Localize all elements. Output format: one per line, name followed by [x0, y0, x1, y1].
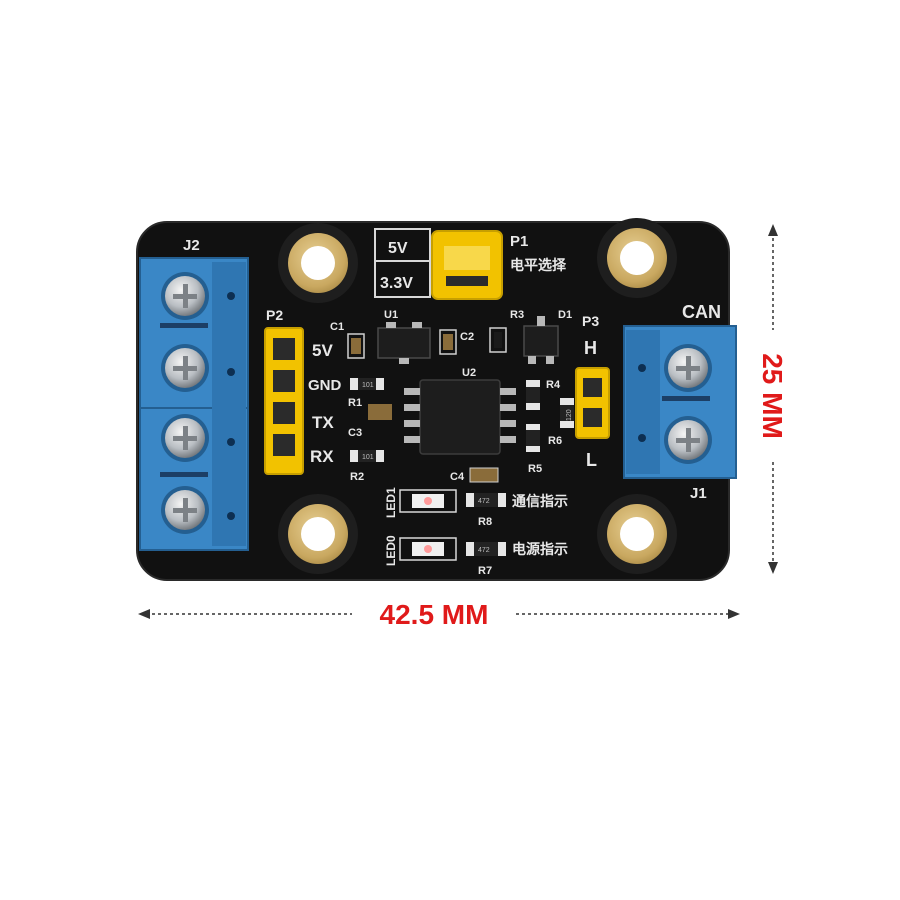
label-power-indicator: 电源指示: [512, 541, 568, 557]
label-d1: D1: [558, 309, 572, 321]
pin-header-p2: [264, 327, 304, 475]
label-opt-5v: 5V: [388, 240, 408, 257]
label-p2: P2: [266, 307, 283, 323]
resistor-r7: [466, 542, 506, 556]
screw-icon: [161, 414, 209, 462]
terminal-block-j2: [139, 257, 249, 551]
capacitor-c1: [347, 333, 365, 359]
label-pin-5v: 5V: [312, 341, 333, 360]
width-label: 42.5 MM: [380, 599, 489, 630]
capacitor-c2: [439, 329, 457, 355]
resistor-code-r2: 101: [362, 454, 374, 461]
label-opt-33v: 3.3V: [380, 275, 413, 292]
resistor-code-r1: 101: [362, 382, 374, 389]
label-comm-indicator: 通信指示: [512, 493, 568, 509]
mounting-hole-tl: [278, 223, 358, 303]
screw-icon: [664, 416, 712, 464]
screw-icon: [161, 272, 209, 320]
label-j2: J2: [183, 237, 200, 254]
label-j1: J1: [690, 485, 707, 502]
label-led0: LED0: [384, 535, 398, 566]
screw-icon: [161, 344, 209, 392]
resistor-r8: [466, 493, 506, 507]
label-c4: C4: [450, 471, 465, 483]
label-r1: R1: [348, 397, 362, 409]
height-label: 25 MM: [757, 353, 788, 439]
label-p1-cn: 电平选择: [510, 257, 567, 273]
resistor-code-120: 120: [566, 409, 573, 421]
level-select-box: [374, 228, 431, 298]
label-r4: R4: [546, 379, 561, 391]
resistor-code-r7: 472: [478, 547, 490, 554]
height-dimension: 25 MM: [757, 224, 788, 574]
resistor-r6: [526, 424, 540, 452]
label-pin-h: H: [584, 338, 597, 358]
screw-icon: [161, 486, 209, 534]
screw-icon: [664, 344, 712, 392]
mounting-hole-bl: [278, 494, 358, 574]
capacitor-c4: [469, 467, 499, 483]
resistor-r4b: [560, 398, 574, 428]
label-c2: C2: [460, 331, 474, 343]
led0: [399, 537, 457, 561]
label-r7: R7: [478, 565, 492, 577]
resistor-r1: [350, 378, 384, 390]
label-can: CAN: [682, 302, 721, 322]
terminal-block-j1: [623, 325, 737, 479]
label-r5: R5: [528, 463, 542, 475]
label-r6: R6: [548, 435, 562, 447]
label-p1: P1: [510, 233, 528, 250]
label-r3: R3: [510, 309, 524, 321]
label-led1: LED1: [384, 487, 398, 518]
regulator-u1: [377, 322, 431, 364]
diode-d1: [523, 316, 559, 364]
label-r2: R2: [350, 471, 364, 483]
jumper-p1[interactable]: [431, 230, 503, 300]
pin-header-p3: [575, 367, 610, 439]
label-pin-gnd: GND: [308, 377, 342, 394]
led1: [399, 489, 457, 513]
width-dimension: 42.5 MM: [138, 599, 740, 630]
resistor-code-r8: 472: [478, 498, 490, 505]
ic-chip-u2: [404, 379, 516, 455]
mounting-hole-tr: [597, 218, 677, 298]
label-u1: U1: [384, 309, 398, 321]
label-r8: R8: [478, 516, 492, 528]
label-pin-l: L: [586, 450, 597, 470]
resistor-r2: [350, 450, 384, 462]
label-c3: C3: [348, 427, 362, 439]
resistor-r4: [526, 380, 540, 410]
label-pin-rx: RX: [310, 447, 334, 466]
resistor-r3: [489, 327, 507, 353]
mounting-hole-br: [597, 494, 677, 574]
capacitor-c3: [368, 404, 392, 420]
label-c1: C1: [330, 321, 344, 333]
label-pin-tx: TX: [312, 413, 334, 432]
label-p3: P3: [582, 313, 599, 329]
label-u2: U2: [462, 367, 476, 379]
